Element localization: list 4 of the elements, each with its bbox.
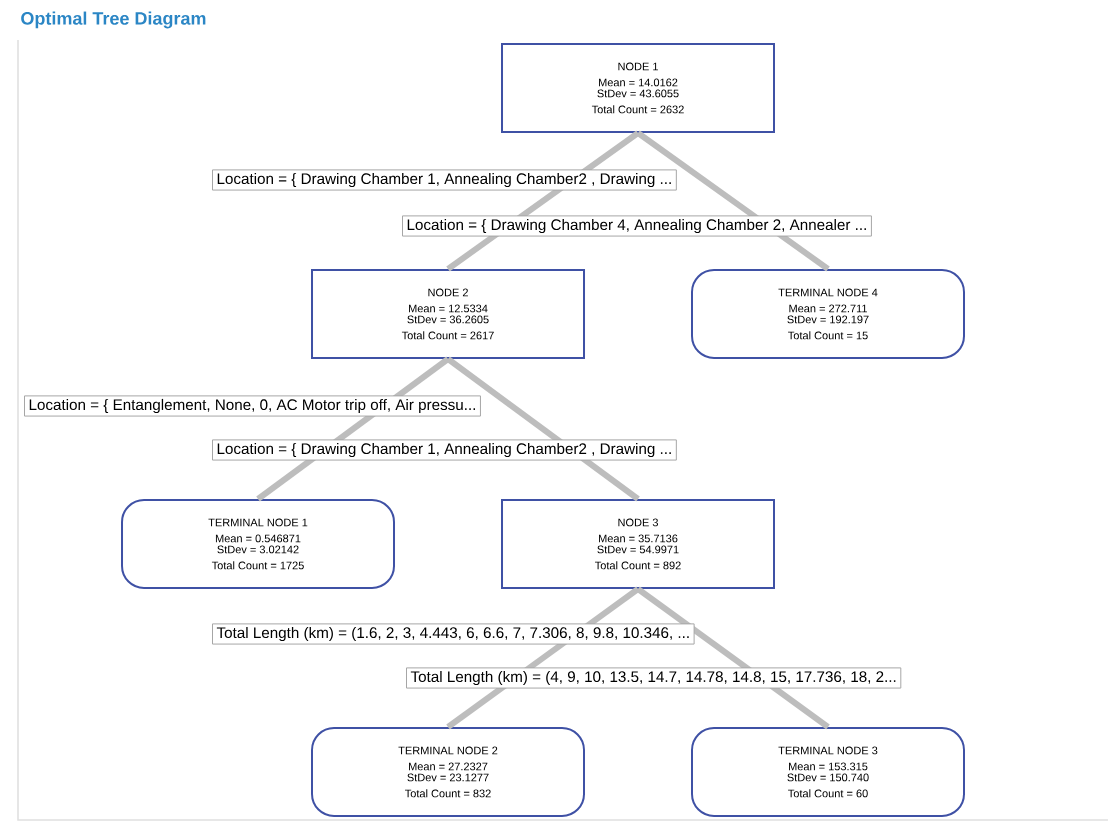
branch-line	[636, 586, 830, 730]
diagram-title: Optimal Tree Diagram	[21, 11, 206, 29]
branch-line	[446, 356, 640, 502]
branch-line	[636, 130, 830, 272]
